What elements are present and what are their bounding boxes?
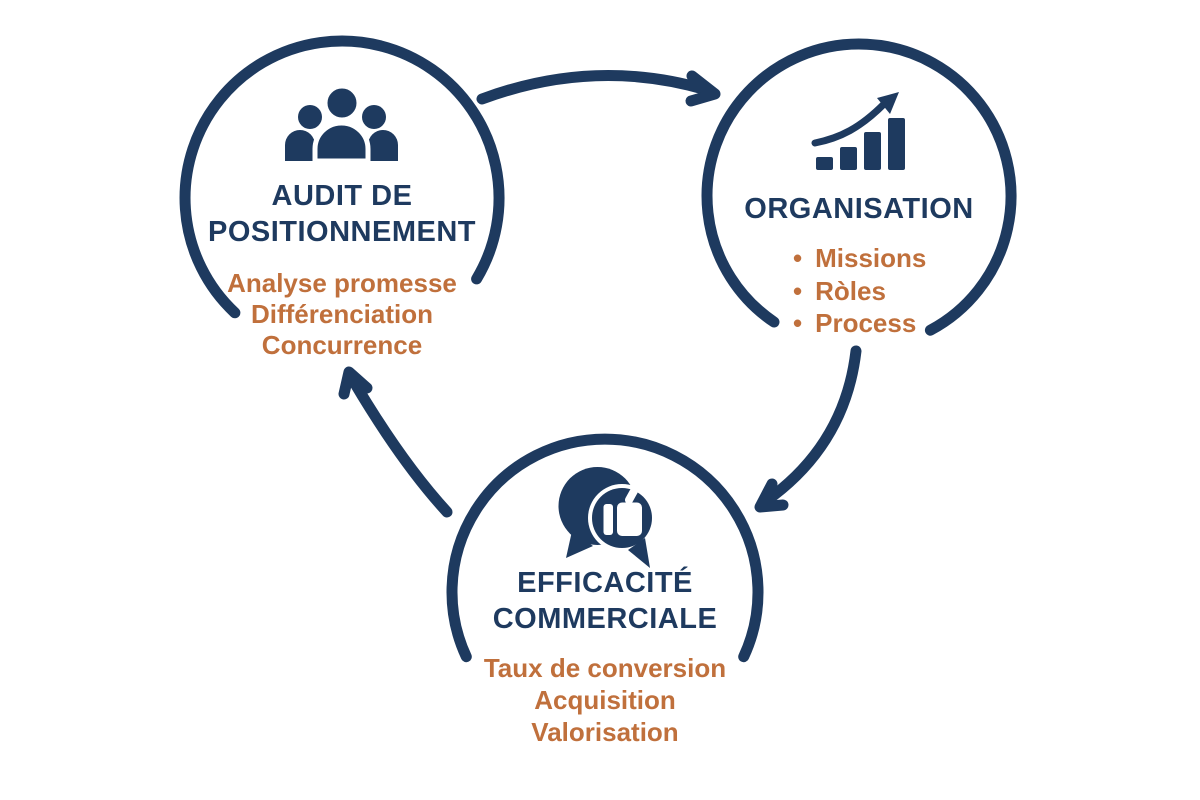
chat-thumbs-up-icon — [558, 467, 656, 568]
list-item-label: Missions — [815, 243, 927, 273]
title-line: POSITIONNEMENT — [207, 216, 476, 248]
list-item: • Ròles — [793, 275, 1013, 308]
list-item: • Process — [793, 307, 1013, 340]
bullet-icon: • — [793, 275, 803, 306]
node-items-audit: Analyse promesse Différenciation Concurr… — [172, 268, 512, 361]
title-line: COMMERCIALE — [492, 603, 718, 635]
growth-chart-icon — [811, 92, 905, 170]
list-item-label: Ròles — [815, 275, 886, 306]
arrow-audit-to-organisation — [476, 69, 721, 107]
title-line: ORGANISATION — [744, 193, 974, 225]
people-group-icon — [285, 83, 398, 164]
list-item: Valorisation — [531, 717, 679, 747]
list-item: Analyse promesse — [227, 268, 457, 298]
bullet-icon: • — [793, 308, 803, 338]
list-item: • Missions — [793, 242, 1013, 275]
circle-outline-efficacite — [446, 433, 764, 663]
circle-outline-organisation — [701, 38, 1017, 336]
node-title-organisation: ORGANISATION — [699, 191, 1019, 227]
node-items-organisation: • Missions • Ròles • Process — [793, 242, 1013, 340]
node-items-efficacite: Taux de conversion Acquisition Valorisat… — [425, 652, 785, 748]
title-line: EFFICACITÉ — [517, 567, 693, 599]
title-line: AUDIT DE — [271, 180, 413, 212]
list-item: Concurrence — [261, 330, 423, 360]
arrow-organisation-to-efficacite — [754, 345, 862, 513]
circle-outline-audit — [179, 35, 505, 319]
node-title-efficacite: EFFICACITÉ COMMERCIALE — [425, 565, 785, 637]
arrow-efficacite-to-audit — [338, 366, 453, 518]
list-item: Taux de conversion — [483, 653, 727, 683]
list-item-label: Process — [815, 308, 917, 338]
list-item: Différenciation — [250, 299, 434, 329]
bullet-icon: • — [793, 243, 803, 273]
node-title-audit: AUDIT DE POSITIONNEMENT — [162, 178, 522, 250]
list-item: Acquisition — [534, 685, 676, 715]
